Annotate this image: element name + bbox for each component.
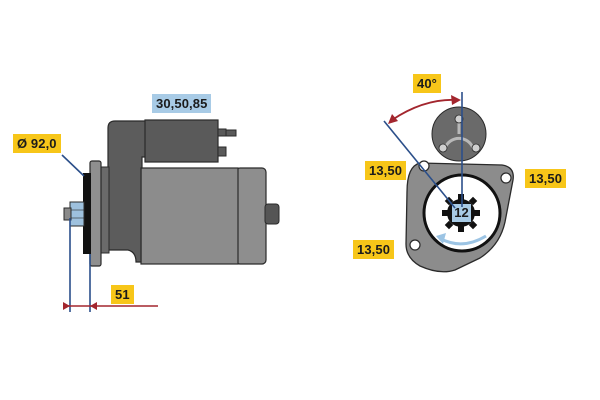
mounting-flange bbox=[89, 160, 102, 267]
motor-housing bbox=[140, 167, 239, 265]
bolt-hole-top-left-callout: 13,50 bbox=[365, 161, 407, 180]
angle-arrow-right bbox=[451, 95, 461, 105]
angle-arrow-left bbox=[388, 114, 398, 124]
terminal-top bbox=[217, 128, 227, 137]
rear-end-cap bbox=[235, 167, 267, 265]
rotation-arrow bbox=[440, 234, 487, 246]
terminal-callout: 30,50,85 bbox=[152, 94, 212, 113]
angle-callout: 40° bbox=[413, 74, 441, 93]
bolt-hole-right bbox=[500, 172, 512, 184]
solenoid bbox=[144, 119, 219, 163]
flange-offset-callout: 51 bbox=[111, 285, 134, 304]
terminal-bottom bbox=[217, 146, 227, 157]
offset-arrow-right bbox=[90, 302, 97, 310]
solenoid-screw-top bbox=[454, 114, 464, 124]
front-view bbox=[383, 92, 514, 273]
side-view bbox=[61, 119, 280, 312]
solenoid-screw-left bbox=[438, 143, 448, 153]
pinion bbox=[69, 201, 85, 227]
diameter-leader-line bbox=[61, 154, 85, 177]
drive-end-housing bbox=[107, 120, 151, 263]
bolt-hole-right-callout: 13,50 bbox=[525, 169, 567, 188]
flange-seal bbox=[83, 173, 91, 254]
pinion-nose bbox=[63, 207, 72, 221]
terminal-top-stud bbox=[225, 129, 237, 137]
pinion-teeth-count: 12 bbox=[454, 205, 469, 220]
rear-shaft-stub bbox=[264, 203, 280, 225]
offset-arrow-left bbox=[63, 302, 70, 310]
flange-diameter-callout: Ø 92,0 bbox=[13, 134, 61, 153]
angled-axis-line bbox=[383, 120, 456, 209]
pinion-gear-icon bbox=[442, 194, 480, 232]
solenoid-screw-right bbox=[471, 143, 481, 153]
bolt-hole-bottom-left bbox=[409, 239, 421, 251]
rotation-arrowhead bbox=[436, 233, 446, 244]
bolt-hole-bottom-left-callout: 13,50 bbox=[353, 240, 395, 259]
